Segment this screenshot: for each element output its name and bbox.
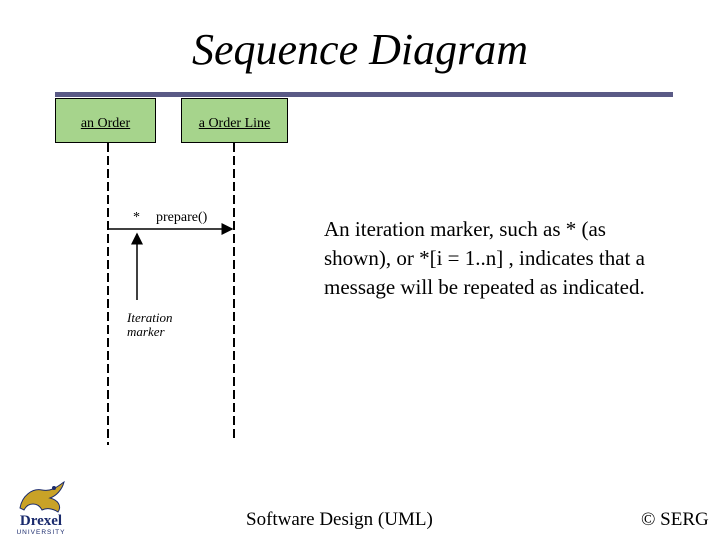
iteration-label-line1: Iteration — [127, 310, 173, 325]
logo-subtext: UNIVERSITY — [16, 529, 66, 536]
message-label: prepare() — [156, 210, 208, 225]
footer-course: Software Design (UML) — [246, 509, 433, 530]
object-order-line: a Order Line — [181, 98, 288, 143]
object-order-line-label: a Order Line — [198, 116, 271, 131]
object-an-order: an Order — [55, 98, 156, 143]
logo-text: Drexel — [19, 513, 63, 529]
iteration-label-line2: marker — [127, 324, 165, 339]
drexel-dragon-logo-icon — [8, 478, 74, 538]
object-an-order-label: an Order — [80, 116, 131, 131]
title-rule — [55, 92, 673, 97]
footer-copyright: © SERG — [641, 509, 709, 530]
slide-title: Sequence Diagram — [191, 25, 528, 74]
explanation-text: An iteration marker, such as * (as shown… — [324, 217, 645, 299]
iteration-marker-star: * — [133, 210, 140, 225]
